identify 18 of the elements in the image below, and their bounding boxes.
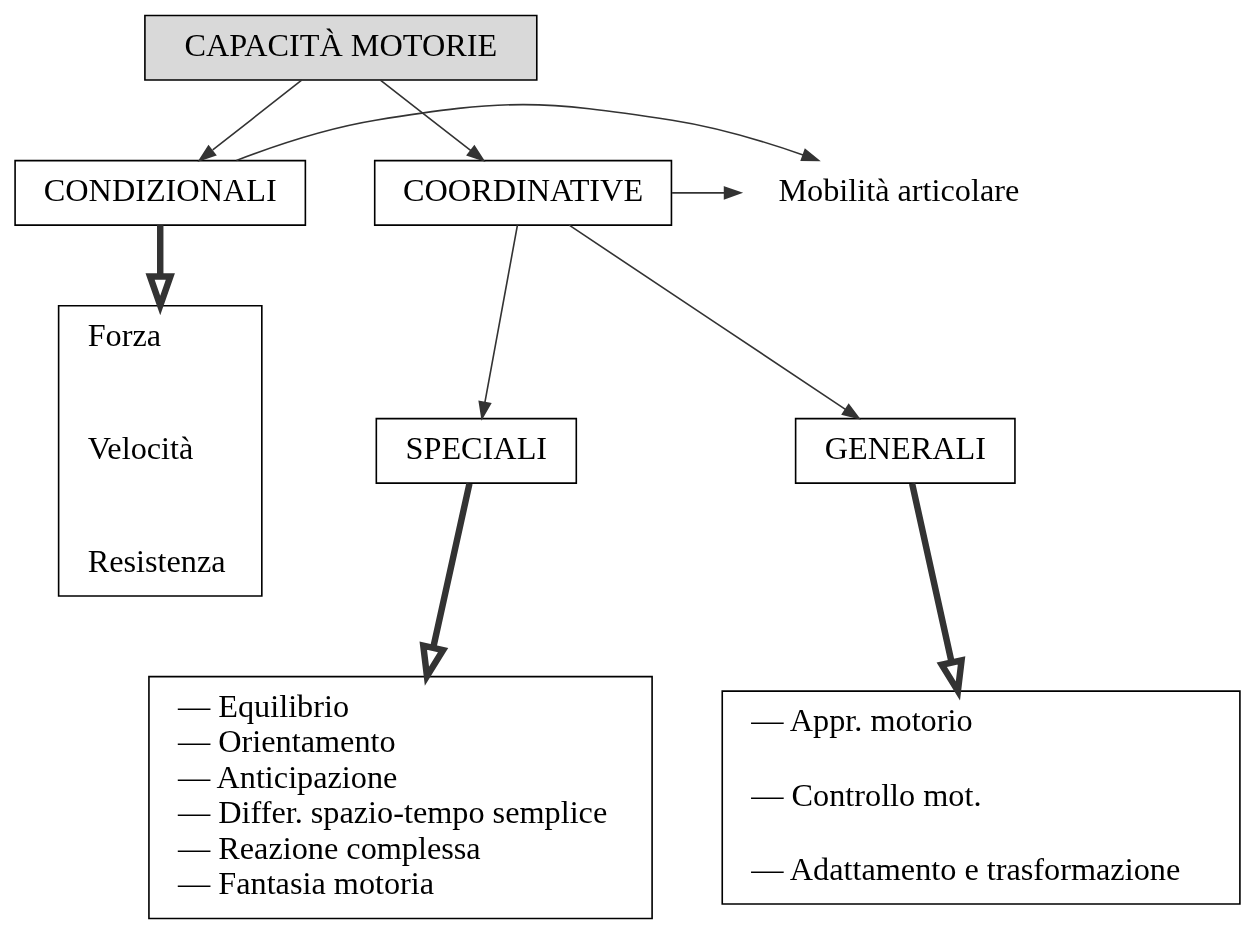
arrow [909, 482, 966, 700]
node-box: SPECIALI [375, 417, 578, 484]
arrow [568, 223, 862, 420]
arrow [145, 224, 175, 315]
arrow [379, 78, 486, 162]
node-text: Mobilità articolare [778, 171, 1020, 208]
node-box: CAPACITÀ MOTORIE [144, 14, 538, 81]
node-box: — Equilibrio — Orientamento — Anticipazione — Differ. spazio-tempo semplice — Reazione complessa — Fantasia motoria [148, 675, 653, 919]
arrow [197, 78, 303, 162]
node-box: CONDIZIONALI [14, 159, 307, 226]
node-box: COORDINATIVE [373, 159, 673, 226]
arrow [478, 223, 519, 421]
node-box: Forza Velocità Resistenza [57, 304, 263, 597]
arrow [419, 482, 473, 686]
arrow [235, 103, 821, 161]
node-box: — Appr. motorio — Controllo mot. — Adattamento e trasformazione [721, 689, 1241, 905]
arrow [671, 185, 744, 200]
node-box: GENERALI [794, 417, 1016, 484]
